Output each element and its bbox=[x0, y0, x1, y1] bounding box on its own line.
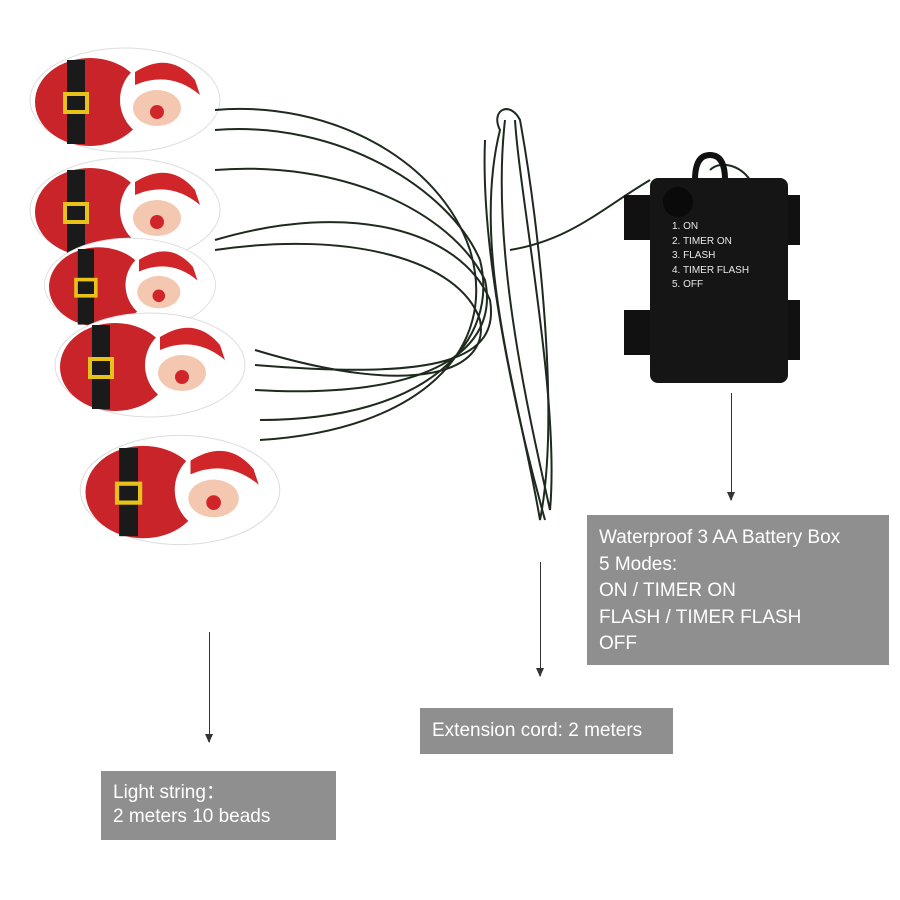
battery-callout-line: ON / TIMER ON bbox=[599, 580, 736, 601]
light-string-callout: Light string： 2 meters 10 beads bbox=[101, 771, 336, 840]
wires bbox=[214, 107, 751, 521]
extension-arrow bbox=[536, 562, 544, 677]
santa-light-string bbox=[28, 46, 280, 545]
extension-callout-text: Extension cord: 2 meters bbox=[432, 720, 643, 741]
mode-5: 5. OFF bbox=[672, 279, 704, 290]
light-string-arrow bbox=[205, 632, 213, 743]
light-string-callout-line: Light string： bbox=[113, 782, 225, 803]
battery-callout-line: 5 Modes: bbox=[599, 553, 678, 575]
mode-button bbox=[663, 187, 693, 217]
mode-4: 4. TIMER FLASH bbox=[672, 264, 750, 276]
mode-3: 3. FLASH bbox=[672, 250, 716, 261]
extension-callout: Extension cord: 2 meters bbox=[420, 708, 673, 754]
light-string-callout-line: 2 meters 10 beads bbox=[113, 806, 271, 827]
mode-1: 1. ON bbox=[672, 221, 699, 232]
battery-callout-line: Waterproof 3 AA Battery Box bbox=[599, 527, 841, 548]
battery-arrow bbox=[727, 393, 735, 501]
battery-callout-line: OFF bbox=[599, 633, 637, 654]
mode-2: 2. TIMER ON bbox=[672, 235, 732, 247]
battery-callout: Waterproof 3 AA Battery Box 5 Modes: ON … bbox=[587, 515, 889, 665]
battery-box-modes: 1. ON 2. TIMER ON 3. FLASH 4. TIMER FLAS… bbox=[672, 220, 749, 293]
battery-callout-line: FLASH / TIMER FLASH bbox=[599, 606, 802, 628]
battery-box bbox=[624, 151, 800, 383]
